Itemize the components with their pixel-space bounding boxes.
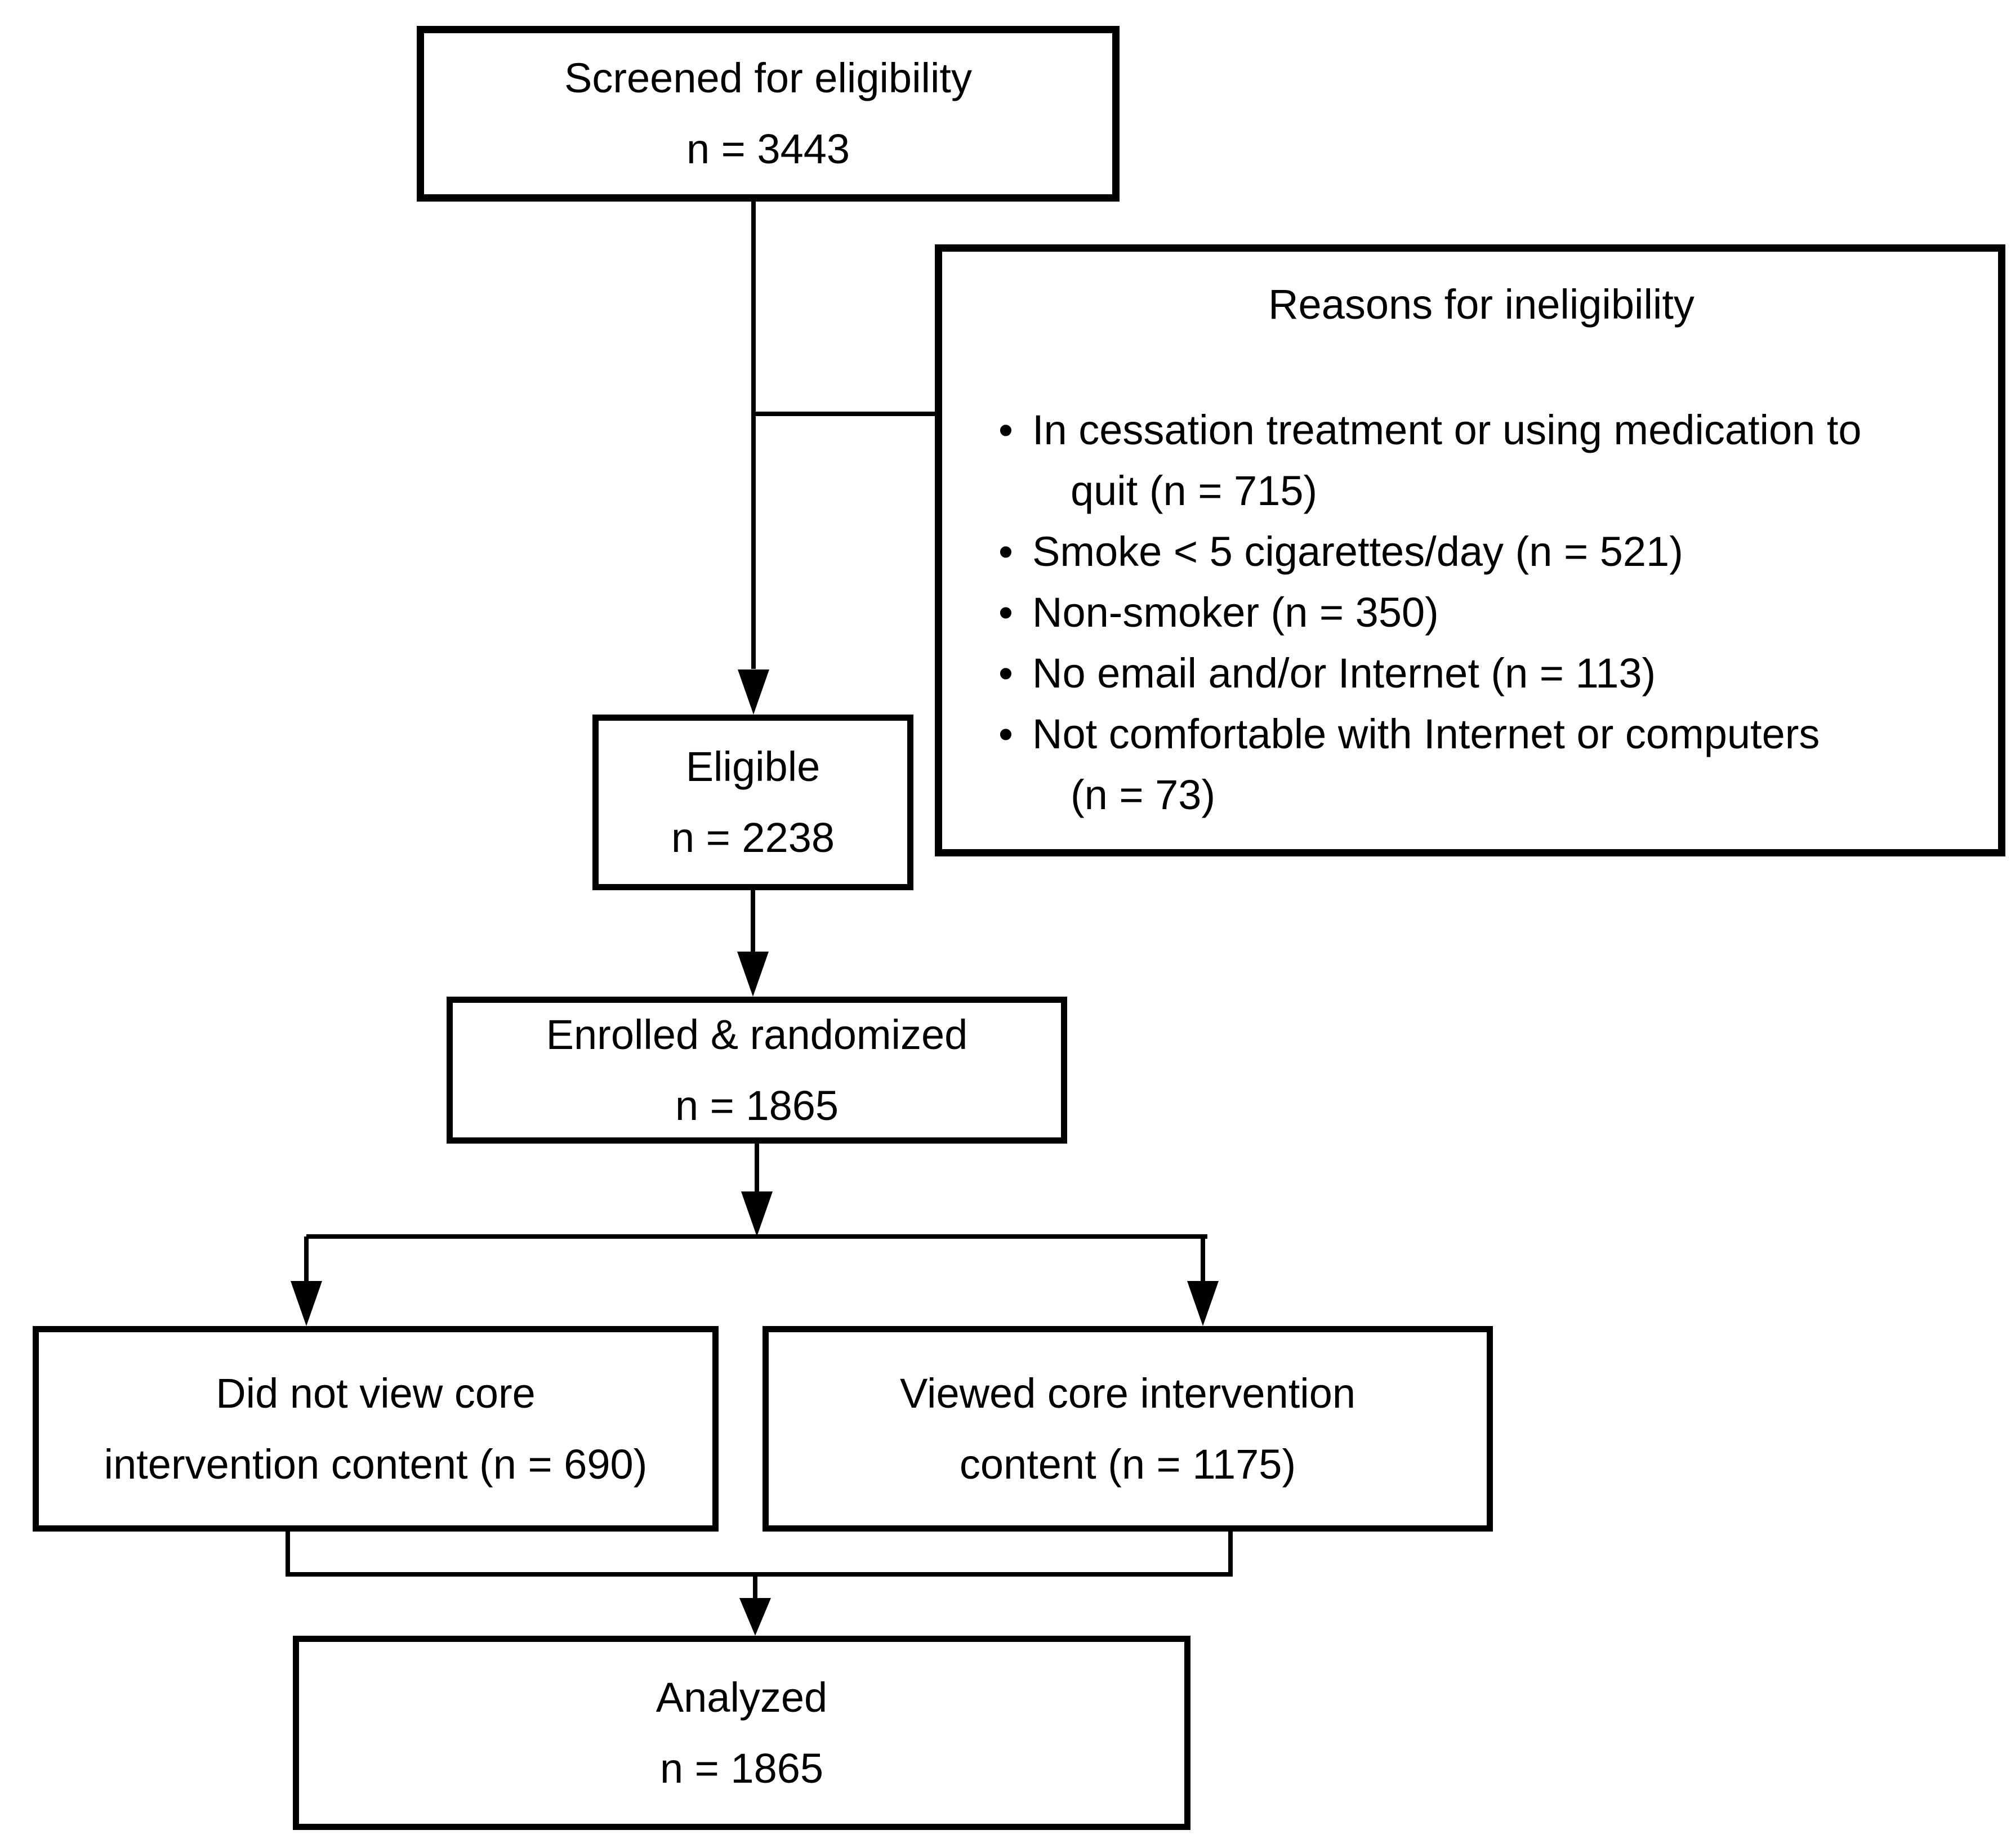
connector-notview-to-merge <box>286 1532 290 1577</box>
bullet-icon: • <box>998 589 1013 636</box>
reason-item-text: Not comfortable with Internet or compute… <box>1032 711 1820 757</box>
enrolled-count: n = 1865 <box>675 1082 839 1129</box>
reason-item-text: No email and/or Internet (n = 113) <box>1032 650 1656 697</box>
reason-item: • Non-smoker (n = 350) <box>998 582 1964 643</box>
notview-label-line2: intervention content (n = 690) <box>104 1440 648 1488</box>
reason-item: • Smoke < 5 cigarettes/day (n = 521) <box>998 521 1964 582</box>
arrowhead-into-eligible <box>738 669 769 715</box>
notview-label-line1: Did not view core <box>216 1369 536 1417</box>
connector-to-reasons-box <box>753 412 935 416</box>
reason-item: • Not comfortable with Internet or compu… <box>998 704 1964 825</box>
bullet-icon: • <box>998 528 1013 575</box>
eligible-label: Eligible <box>685 743 821 790</box>
reasons-bullet-list: • In cessation treatment or using medica… <box>998 400 1964 825</box>
connector-split-to-viewed <box>1201 1237 1205 1282</box>
merge-line <box>286 1572 1233 1577</box>
arrowhead-into-viewed <box>1187 1281 1219 1326</box>
box-reasons-for-ineligibility: Reasons for ineligibility • In cessation… <box>935 244 2005 856</box>
box-did-not-view-core: Did not view core intervention content (… <box>33 1326 719 1532</box>
connector-screened-to-eligible <box>751 202 756 669</box>
viewed-label-line1: Viewed core intervention <box>899 1369 1355 1417</box>
reason-item-text: quit (n = 715) <box>1071 467 1318 514</box>
arrowhead-into-analyzed <box>739 1598 771 1636</box>
analyzed-count: n = 1865 <box>659 1744 824 1792</box>
connector-eligible-to-enrolled <box>751 890 755 953</box>
arrowhead-onto-split-line <box>741 1191 773 1237</box>
reason-item-text: (n = 73) <box>1071 771 1216 818</box>
analyzed-label: Analyzed <box>656 1673 828 1721</box>
enrolled-label: Enrolled & randomized <box>546 1011 968 1058</box>
reason-item-text: Non-smoker (n = 350) <box>1032 589 1439 636</box>
bullet-icon: • <box>998 711 1013 757</box>
arrowhead-into-enrolled <box>737 952 769 997</box>
box-screened-for-eligibility: Screened for eligibility n = 3443 <box>417 26 1120 202</box>
connector-split-to-notview <box>304 1237 309 1282</box>
box-eligible: Eligible n = 2238 <box>592 715 913 890</box>
reason-item: • No email and/or Internet (n = 113) <box>998 643 1964 704</box>
connector-merge-to-analyzed <box>753 1577 757 1599</box>
reason-item-text: In cessation treatment or using medicati… <box>1032 407 1862 453</box>
screened-label: Screened for eligibility <box>564 55 972 101</box>
connector-viewed-to-merge <box>1228 1532 1233 1577</box>
box-viewed-core: Viewed core intervention content (n = 11… <box>763 1326 1493 1532</box>
eligible-count: n = 2238 <box>671 814 835 861</box>
connector-enrolled-to-split <box>755 1144 759 1194</box>
bullet-icon: • <box>998 650 1013 697</box>
screened-count: n = 3443 <box>686 126 850 172</box>
box-enrolled-randomized: Enrolled & randomized n = 1865 <box>447 997 1067 1144</box>
reason-item: • In cessation treatment or using medica… <box>998 400 1964 521</box>
reason-item-text: Smoke < 5 cigarettes/day (n = 521) <box>1032 528 1683 575</box>
viewed-label-line2: content (n = 1175) <box>959 1440 1296 1488</box>
box-analyzed: Analyzed n = 1865 <box>293 1636 1190 1830</box>
arrowhead-into-notview <box>291 1281 322 1326</box>
split-line <box>306 1234 1207 1239</box>
reasons-title: Reasons for ineligibility <box>1268 281 1695 328</box>
bullet-icon: • <box>998 407 1013 453</box>
